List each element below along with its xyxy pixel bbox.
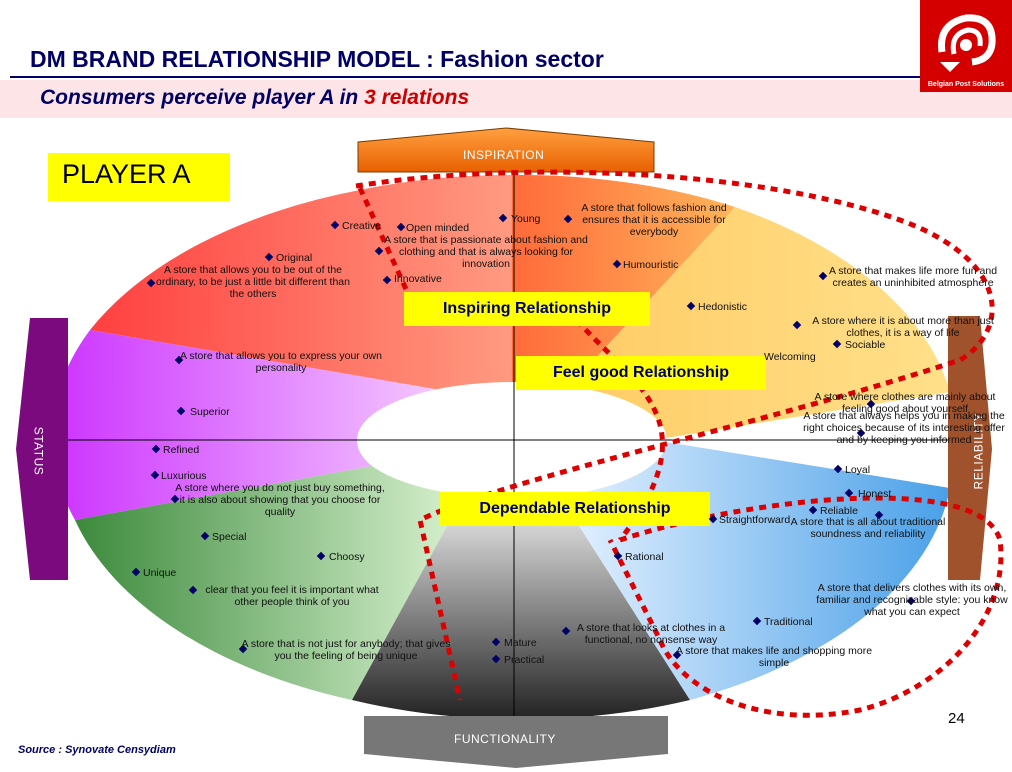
segment-unique-green [75, 466, 464, 700]
attribute-original: Original [276, 252, 313, 264]
axis-label-inspiration: INSPIRATION [463, 148, 545, 162]
attribute-luxurious: Luxurious [161, 470, 207, 482]
inspiring-relationship-box: Inspiring Relationship [404, 292, 650, 326]
attribute-important-what-others-think: clear that you feel it is important what… [205, 584, 379, 608]
attribute-welcoming: Welcoming [764, 351, 816, 363]
axis-arrow-reliability [948, 316, 992, 580]
axis-arrow-status [16, 318, 68, 580]
attribute-humouristic: Humouristic [623, 259, 679, 271]
attribute-passionate: A store that is passionate about fashion… [384, 234, 588, 270]
attribute-way-of-life: A store where it is about more than just… [812, 315, 994, 339]
attribute-more-fun: A store that makes life more fun and cre… [828, 265, 998, 289]
attribute-traditional: Traditional [764, 616, 813, 628]
subtitle-highlight: 3 relations [364, 86, 470, 109]
attribute-feeling-good: A store where clothes are mainly about f… [814, 391, 996, 415]
attribute-traditional-soundness: A store that is all about traditional so… [790, 516, 946, 540]
page-number: 24 [948, 710, 965, 727]
attribute-functional: A store that looks at clothes in a funct… [576, 622, 726, 646]
page-title: DM BRAND RELATIONSHIP MODEL : Fashion se… [30, 46, 604, 72]
attribute-straightforward: Straightforward [719, 514, 791, 526]
attribute-innovative: Innovative [394, 273, 442, 285]
axis-label-status: STATUS [31, 426, 46, 476]
attribute-right-choices: A store that always helps you in making … [803, 410, 1005, 446]
attribute-refined: Refined [163, 444, 200, 456]
page-subtitle: Consumers perceive player A in 3 relatio… [40, 86, 469, 110]
company-logo: Belgian Post Solutions [920, 0, 1012, 92]
post-horn-icon [938, 14, 996, 72]
subtitle-band [0, 80, 1012, 118]
player-label-box: PLAYER A [48, 153, 230, 201]
logo-text: Belgian Post Solutions [927, 81, 1005, 88]
attribute-practical: Practical [504, 654, 545, 666]
attribute-mature: Mature [504, 637, 537, 649]
feel-good-relationship-box: Feel good Relationship [516, 356, 766, 390]
attribute-sociable: Sociable [845, 339, 886, 351]
attribute-open-minded: Open minded [406, 222, 470, 234]
axis-label-functionality: FUNCTIONALITY [454, 732, 556, 746]
attribute-unique: Unique [143, 567, 177, 579]
attribute-not-just-anybody: A store that is not just for anybody; th… [241, 638, 451, 662]
attribute-life-simpler: A store that makes life and shopping mor… [675, 645, 873, 669]
axis-arrow-functionality [364, 716, 668, 768]
attribute-out-of-ordinary: A store that allows you to be out of the… [156, 264, 350, 300]
attribute-special: Special [212, 531, 247, 543]
attribute-showing-quality: A store where you do not just buy someth… [175, 482, 385, 518]
attribute-honest: Honest [858, 488, 892, 500]
attribute-reliable: Reliable [820, 505, 858, 517]
attribute-choosy: Choosy [329, 551, 365, 563]
segment-original-red [90, 174, 512, 390]
subtitle-text: Consumers perceive player A in [40, 86, 359, 109]
segment-status-purple [52, 330, 441, 520]
attribute-young: Young [511, 213, 541, 225]
attribute-rational: Rational [625, 551, 664, 563]
attribute-follows-fashion: A store that follows fashion and ensures… [581, 202, 727, 238]
player-label: PLAYER A [62, 159, 191, 189]
attribute-hedonistic: Hedonistic [698, 301, 748, 313]
attribute-superior: Superior [190, 406, 230, 418]
attribute-express-personality: A store that allows you to express your … [180, 350, 382, 374]
source-note: Source : Synovate Censydiam [18, 744, 176, 756]
attribute-creative: Creative [342, 220, 382, 232]
title-divider [10, 76, 926, 78]
dependable-relationship-box: Dependable Relationship [440, 492, 710, 526]
attribute-familiar-style: A store that delivers clothes with its o… [816, 582, 1008, 618]
segment-inspiring-orange [512, 174, 735, 386]
attribute-loyal: Loyal [845, 464, 871, 476]
segment-functional-gray [352, 495, 690, 720]
